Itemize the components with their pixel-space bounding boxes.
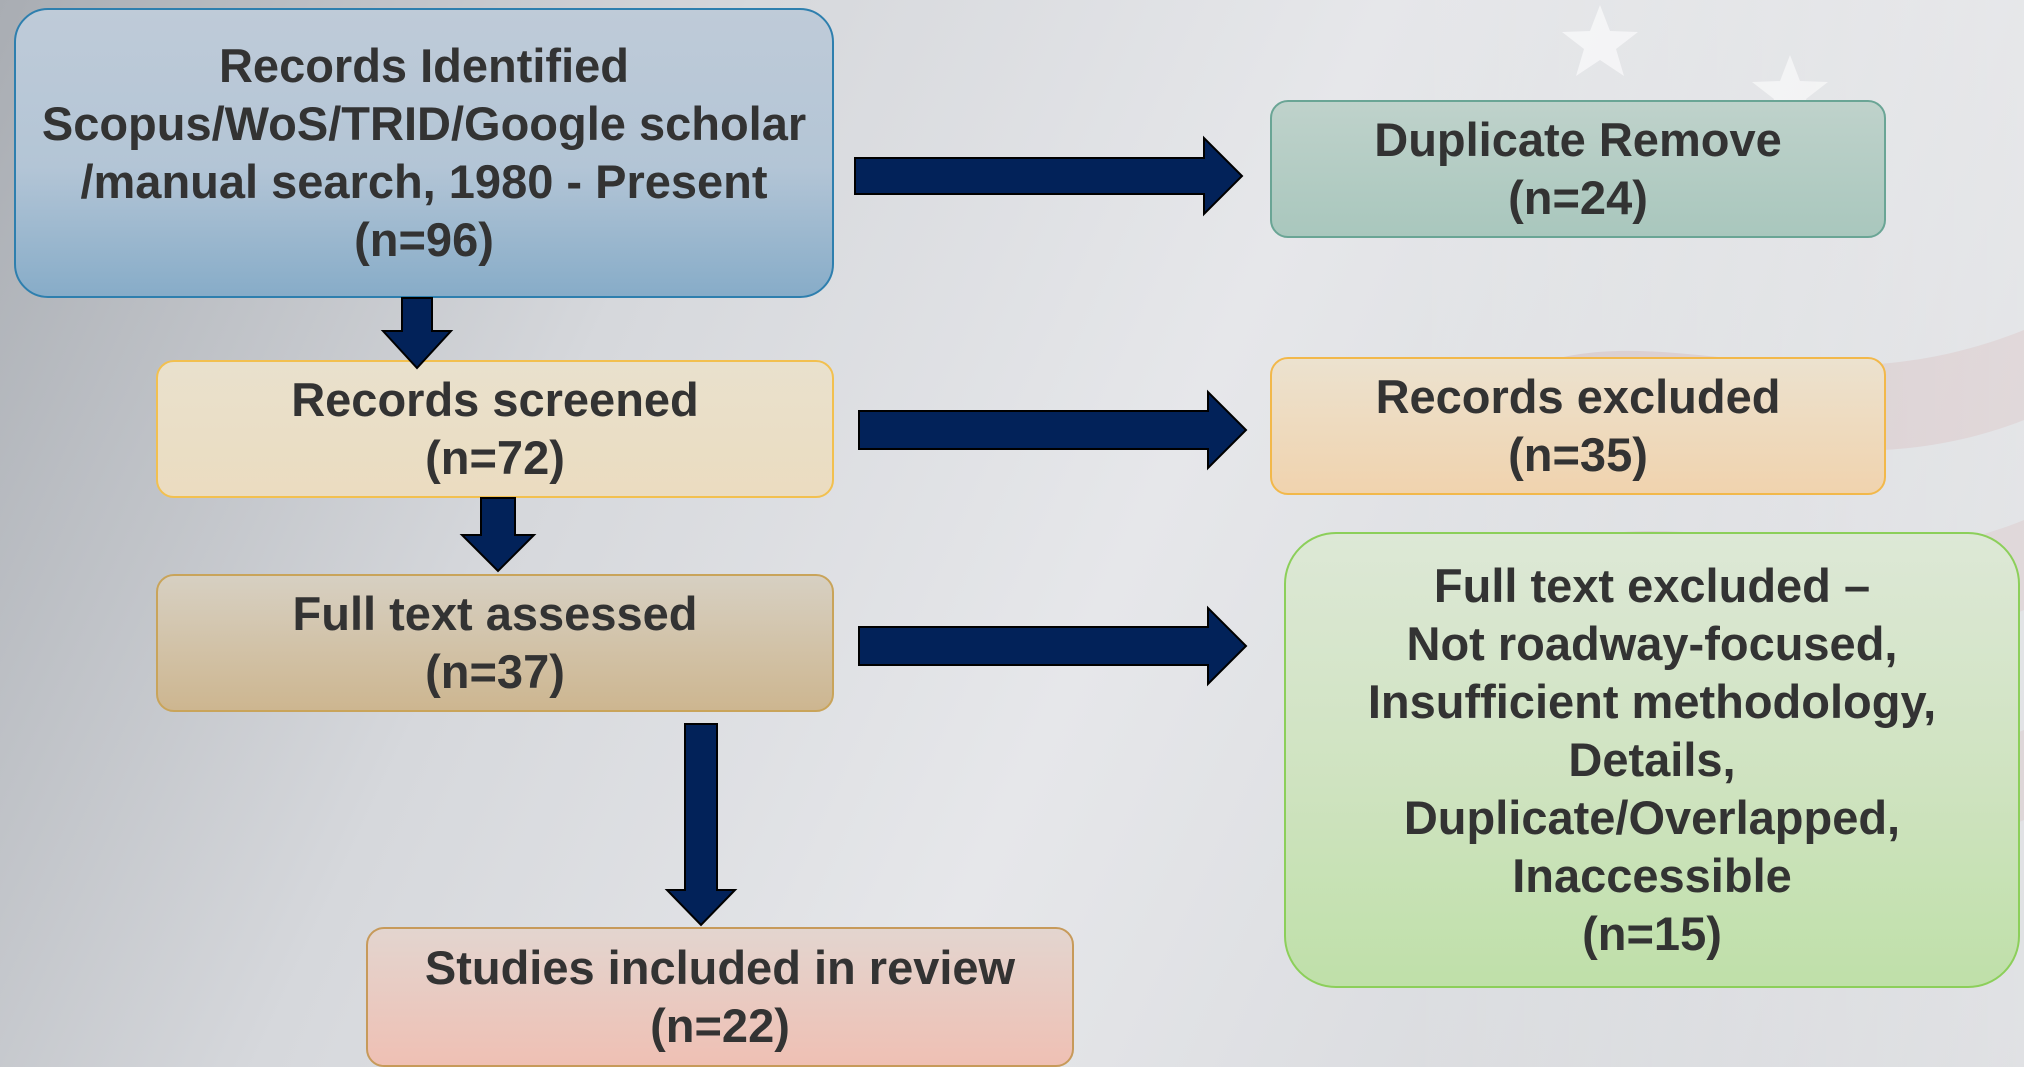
- box-line: Not roadway-focused,: [1406, 617, 1898, 670]
- records-identified-box: Records Identified Scopus/WoS/TRID/Googl…: [14, 8, 834, 298]
- box-line: /manual search, 1980 - Present: [80, 155, 768, 208]
- box-line: Insufficient methodology,: [1367, 675, 1937, 728]
- box-line: Scopus/WoS/TRID/Google scholar: [41, 97, 807, 150]
- box-count: (n=15): [1582, 907, 1722, 960]
- box-count: (n=35): [1508, 428, 1648, 481]
- box-count: (n=37): [425, 645, 565, 698]
- studies-included-box: Studies included in review (n=22): [366, 927, 1074, 1067]
- box-line: Full text excluded –: [1433, 559, 1871, 612]
- box-line: Details,: [1568, 733, 1736, 786]
- box-count: (n=72): [425, 431, 565, 484]
- full-text-excluded-box: Full text excluded – Not roadway-focused…: [1284, 532, 2020, 988]
- box-count: (n=96): [354, 213, 494, 266]
- box-line: Duplicate Remove: [1374, 113, 1782, 166]
- box-line: Inaccessible: [1512, 849, 1792, 902]
- box-line: Records screened: [291, 373, 699, 426]
- records-excluded-box: Records excluded (n=35): [1270, 357, 1886, 495]
- duplicate-remove-box: Duplicate Remove (n=24): [1270, 100, 1886, 238]
- box-line: Duplicate/Overlapped,: [1403, 791, 1901, 844]
- full-text-assessed-box: Full text assessed (n=37): [156, 574, 834, 712]
- box-line: Records excluded: [1375, 370, 1781, 423]
- box-line: Full text assessed: [292, 587, 698, 640]
- records-screened-box: Records screened (n=72): [156, 360, 834, 498]
- box-line: Studies included in review: [424, 941, 1016, 994]
- box-count: (n=24): [1508, 171, 1648, 224]
- box-line: Records Identified: [218, 39, 629, 92]
- box-count: (n=22): [650, 999, 790, 1052]
